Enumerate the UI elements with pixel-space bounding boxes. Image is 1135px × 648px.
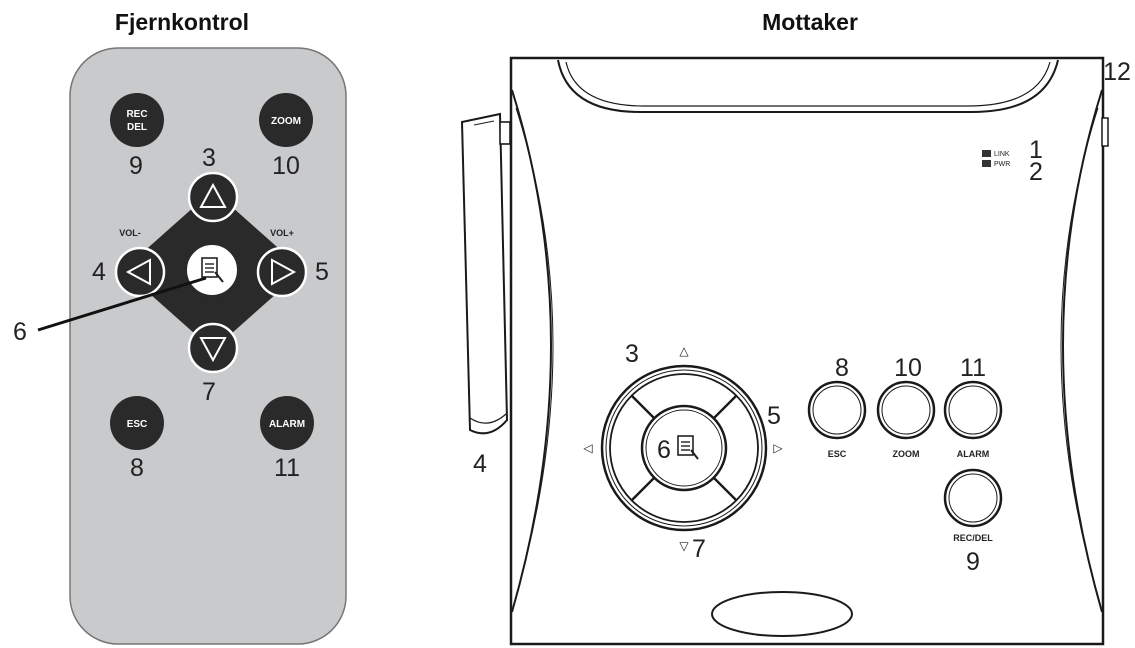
- receiver-body: [509, 56, 1105, 646]
- link-label: LINK: [994, 151, 1010, 158]
- remote-alarm-label: ALARM: [269, 419, 305, 430]
- receiver-menu-button[interactable]: [640, 404, 728, 492]
- receiver-number-6: 6: [657, 436, 671, 464]
- receiver-number-11: 11: [960, 354, 986, 382]
- receiver-antenna: [460, 112, 511, 435]
- receiver-alarm-button[interactable]: [943, 380, 1003, 440]
- receiver-title: Mottaker: [762, 9, 858, 35]
- remote-control: REC DEL 9 ZOOM 10 3 7 4 VOL-: [13, 47, 347, 645]
- remote-zoom-label: ZOOM: [271, 116, 301, 127]
- pwr-label: PWR: [994, 161, 1010, 168]
- remote-left-button[interactable]: [114, 246, 166, 298]
- receiver-number-9: 9: [966, 548, 980, 576]
- receiver-number-4: 4: [473, 450, 487, 478]
- remote-alarm-button[interactable]: ALARM: [260, 396, 314, 450]
- remote-rec-label: REC: [126, 109, 147, 120]
- receiver-side-control[interactable]: [1101, 117, 1109, 147]
- remote-del-label: DEL: [127, 122, 147, 133]
- remote-number-10: 10: [272, 152, 300, 180]
- receiver-top-handle: [557, 59, 1059, 113]
- remote-zoom-button[interactable]: ZOOM: [259, 93, 313, 147]
- receiver-number-10: 10: [894, 354, 922, 382]
- receiver-menu-icon: [677, 435, 699, 460]
- receiver-esc-button[interactable]: [807, 380, 867, 440]
- remote-up-button[interactable]: [187, 171, 239, 223]
- remote-number-9: 9: [129, 152, 143, 180]
- remote-down-button[interactable]: [187, 322, 239, 374]
- remote-right-button[interactable]: [256, 246, 308, 298]
- remote-number-6: 6: [13, 318, 27, 346]
- remote-number-4: 4: [92, 258, 106, 286]
- remote-number-7: 7: [202, 378, 216, 406]
- receiver-rec-del-button[interactable]: [943, 468, 1003, 528]
- receiver-alarm-label: ALARM: [957, 449, 990, 459]
- receiver-right-arrow-icon: ▷: [773, 441, 783, 455]
- receiver-number-2: 2: [1029, 158, 1043, 186]
- remote-number-5: 5: [315, 258, 329, 286]
- vol-plus-label: VOL+: [270, 228, 294, 238]
- remote-esc-label: ESC: [127, 419, 148, 430]
- remote-rec-del-button[interactable]: REC DEL: [110, 93, 164, 147]
- receiver-number-12: 12: [1103, 58, 1131, 86]
- receiver-up-arrow-icon: △: [679, 344, 689, 358]
- left-arrow-icon: [125, 258, 151, 286]
- receiver-rec-del-label: REC/DEL: [953, 533, 993, 543]
- pwr-led-icon: [982, 160, 991, 167]
- receiver-esc-label: ESC: [828, 449, 847, 459]
- vol-minus-label: VOL-: [119, 228, 141, 238]
- remote-pointer-line-6: [37, 276, 207, 332]
- receiver-unit: 4 12 LINK PWR 1 2: [460, 56, 1131, 646]
- right-arrow-icon: [271, 258, 297, 286]
- receiver-zoom-button[interactable]: [876, 380, 936, 440]
- receiver-number-1: 1: [1029, 136, 1043, 164]
- menu-icon: [201, 257, 224, 283]
- remote-esc-button[interactable]: ESC: [110, 396, 164, 450]
- remote-number-8: 8: [130, 454, 144, 482]
- remote-number-3: 3: [202, 144, 216, 172]
- receiver-down-arrow-icon: ▽: [679, 539, 689, 553]
- remote-number-11: 11: [274, 454, 300, 482]
- link-led-icon: [982, 150, 991, 157]
- receiver-number-3: 3: [625, 340, 639, 368]
- receiver-left-arrow-icon: ◁: [582, 441, 592, 455]
- receiver-number-8: 8: [835, 354, 849, 382]
- receiver-nav-wheel[interactable]: [600, 364, 768, 532]
- remote-title: Fjernkontrol: [115, 9, 249, 35]
- receiver-foot: [711, 591, 853, 637]
- remote-menu-button[interactable]: [185, 243, 239, 297]
- receiver-number-5: 5: [767, 402, 781, 430]
- receiver-zoom-label: ZOOM: [893, 449, 920, 459]
- up-arrow-icon: [199, 182, 227, 208]
- down-arrow-icon: [199, 337, 227, 363]
- receiver-led-indicators: LINK PWR 1 2: [982, 136, 1043, 186]
- receiver-number-7: 7: [692, 535, 706, 563]
